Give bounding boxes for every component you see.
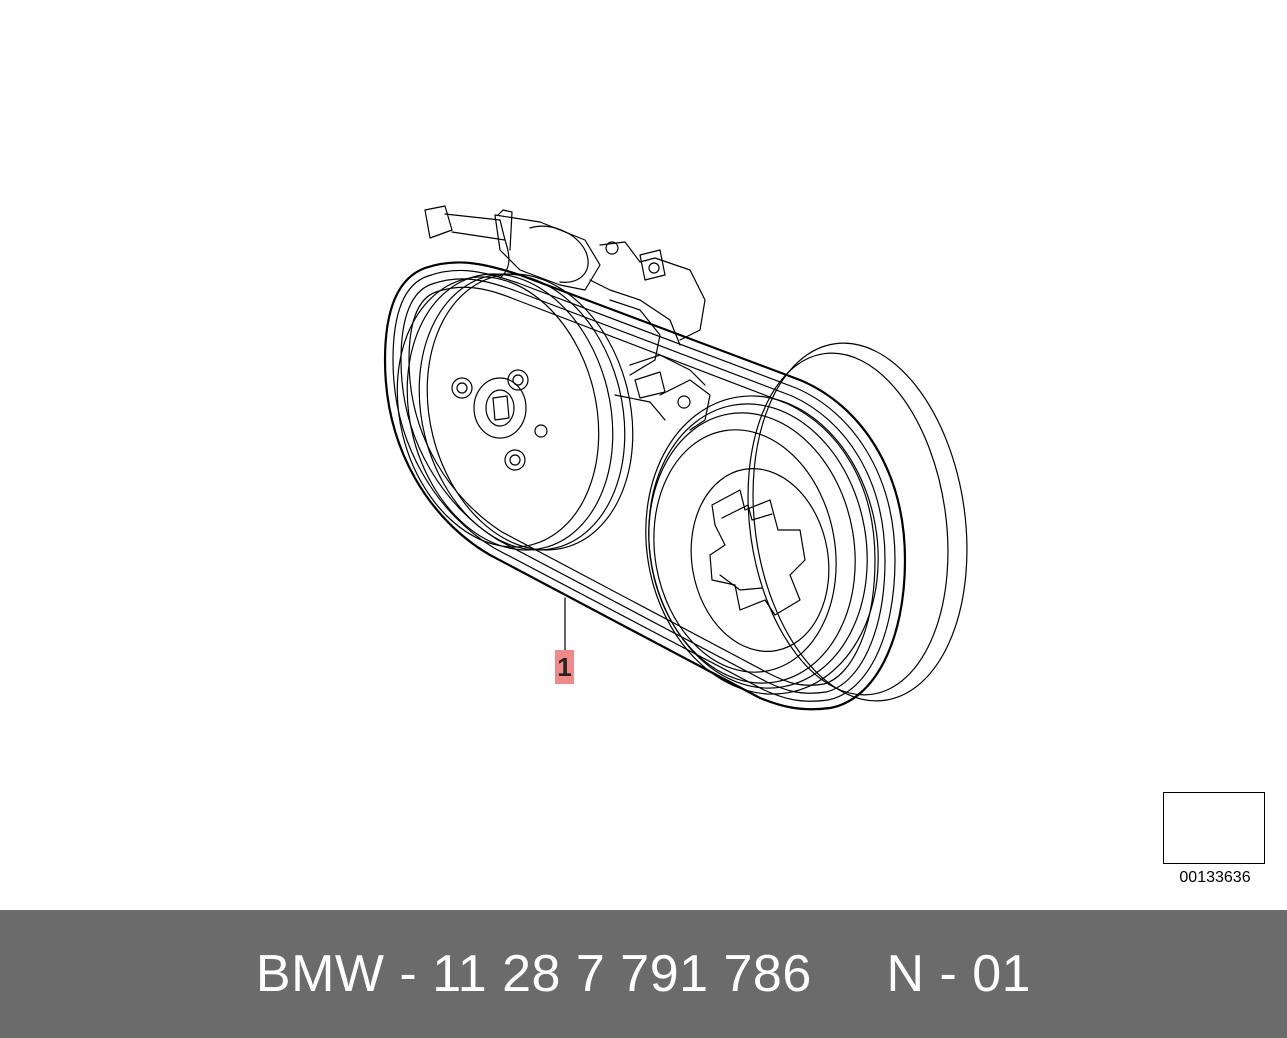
callout-label-1[interactable]: 1: [555, 650, 574, 684]
parts-diagram: 1 00133636: [383, 205, 1265, 886]
diagram-reference-number: 00133636: [1179, 869, 1251, 886]
reference-icon-box: [1163, 792, 1265, 864]
ribbed-belt-inner: [392, 269, 896, 702]
crank-damper-rear: [747, 342, 968, 702]
ribbed-belt: [383, 261, 907, 711]
crank-pulley: [645, 395, 879, 695]
pump-pulley: [396, 273, 634, 551]
pump-body: [424, 205, 711, 431]
part-number-caption: BMW - 11 28 7 791 786 N - 01: [255, 945, 1032, 1003]
footer-bar: BMW - 11 28 7 791 786 N - 01: [0, 910, 1287, 1038]
belt-drive-illustration: [383, 205, 1258, 857]
